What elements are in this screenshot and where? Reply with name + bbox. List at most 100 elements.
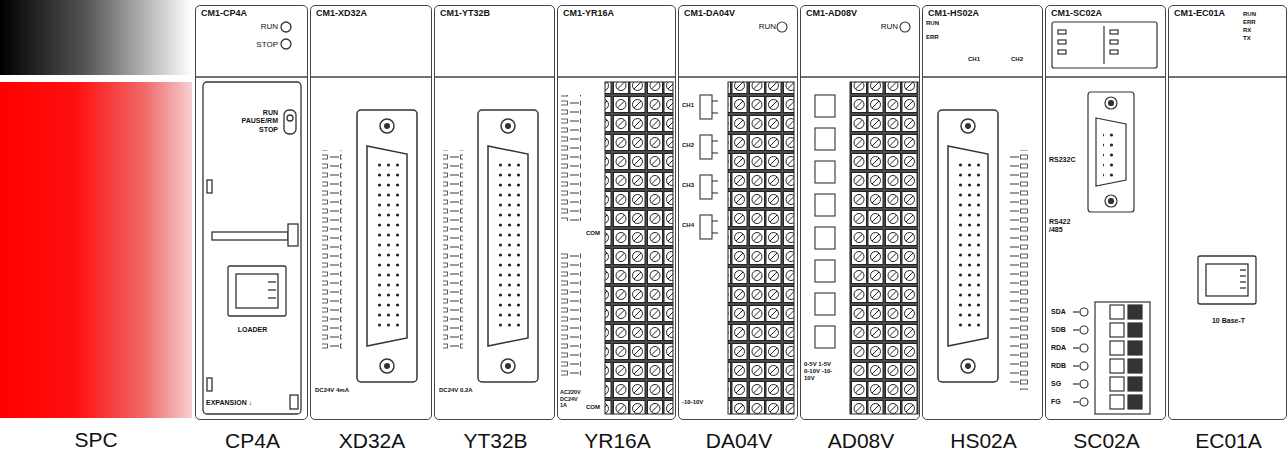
panel-label: RUN — [737, 22, 776, 32]
drawing-part — [938, 110, 998, 382]
drawing-part — [290, 395, 298, 409]
panel-label: RUN — [240, 22, 278, 32]
panel-label: RX — [1243, 27, 1283, 34]
drawing-part — [268, 289, 276, 290]
drawing-part — [1240, 281, 1246, 282]
drawing-part — [900, 22, 910, 32]
module-name: XD32A — [311, 428, 433, 453]
drawing-part — [815, 260, 835, 282]
drawing-part — [815, 128, 835, 150]
drawing-part — [203, 22, 301, 414]
drawing-part — [700, 95, 712, 119]
drawing-part — [1052, 22, 1157, 68]
panel-label: RS422 /485 — [1049, 218, 1083, 235]
module-model-label: CM1-AD08V — [806, 8, 886, 19]
module-name: YR16A — [558, 428, 677, 453]
drawing-part — [700, 175, 712, 199]
panel-label: EXPANSION ↓ — [206, 399, 296, 407]
drawing-part — [1110, 40, 1118, 44]
drawing-part — [1110, 377, 1124, 391]
module-model-label: CM1-YT32B — [440, 8, 550, 19]
panel-label: ERR — [926, 34, 950, 41]
panel-label: DC24V 4mA — [315, 387, 349, 394]
drawing-part — [1240, 287, 1246, 288]
panel-label: CH1 — [682, 102, 700, 109]
module-model-label: CM1-XD32A — [316, 8, 426, 19]
drawing-part — [196, 76, 307, 78]
panel-label: RS232C — [1049, 156, 1089, 164]
drawing-part — [1198, 256, 1256, 304]
drawing-part — [196, 76, 1286, 78]
drawing-part — [268, 281, 276, 282]
drawing-part — [268, 297, 276, 298]
drawing-part — [1240, 275, 1246, 276]
panel-label: COM — [586, 404, 606, 411]
drawing-part — [1110, 50, 1118, 54]
drawing-part — [728, 82, 794, 414]
drawing-part — [801, 76, 919, 78]
drawing-part — [281, 39, 291, 49]
drawing-part — [850, 82, 918, 414]
drawing-part — [284, 110, 296, 134]
drawing-part — [1128, 323, 1142, 337]
drawing-part — [207, 180, 212, 193]
plc-module: CM1-XD32ADC24V 4mAXD32A — [310, 5, 432, 420]
drawing-part — [1080, 398, 1088, 406]
plc-module: CM1-YR16ACOMCOMAC220V DC24V 1AYR16A — [557, 5, 676, 420]
drawing-part — [1110, 30, 1118, 34]
drawing-part — [777, 22, 787, 32]
drawing-part — [712, 140, 718, 141]
drawing-part — [1128, 395, 1142, 409]
panel-label: DC24V 0.2A — [439, 387, 473, 394]
drawing-part — [207, 378, 212, 391]
drawing-part — [1128, 305, 1142, 319]
drawing-part — [815, 95, 835, 117]
drawing-part — [1110, 323, 1124, 337]
drawing-part — [700, 135, 712, 159]
panel-label: RUN PAUSE/RM STOP — [232, 109, 278, 134]
drawing-part — [212, 232, 288, 240]
drawing-part — [679, 76, 797, 78]
drawing-part — [712, 192, 718, 193]
plc-module: CM1-DA04VRUNCH1CH2CH3CH4-10-10VDA04V — [678, 5, 798, 420]
module-model-label: CM1-CP4A — [201, 8, 301, 19]
panel-label: -10-10V — [682, 399, 726, 406]
drawing-part — [288, 224, 298, 246]
drawing-part — [700, 215, 712, 239]
drawing-part — [1206, 264, 1248, 296]
drawing-part — [712, 112, 718, 113]
plc-module: CM1-HS02ARUNERRCH1CH2HS02A — [922, 5, 1043, 420]
drawing-part — [1110, 341, 1124, 355]
drawing-part — [561, 250, 581, 376]
drawing-part — [435, 76, 554, 78]
drawing-part — [1058, 40, 1066, 44]
drawing-part — [815, 161, 835, 183]
drawing-part — [1169, 76, 1286, 78]
drawing-part — [478, 110, 538, 382]
drawing-part — [605, 82, 673, 414]
drawing-part — [815, 95, 835, 348]
plc-module: CM1-CP4ARUNSTOPRUN PAUSE/RM STOPLOADEREX… — [195, 5, 308, 420]
module-model-label: CM1-HS02A — [928, 8, 1038, 19]
drawing-part — [281, 22, 291, 32]
drawing-part — [1110, 395, 1124, 409]
drawing-part — [1046, 76, 1165, 78]
module-name: SC02A — [1046, 428, 1167, 453]
panel-label: 10 Base-T — [1169, 317, 1287, 325]
drawing-part — [923, 76, 1042, 78]
drawing-part — [815, 293, 835, 315]
module-model-label: CM1-SC02A — [1051, 8, 1161, 19]
drawing-part — [1128, 377, 1142, 391]
drawing-part — [1128, 341, 1142, 355]
drawing-part — [1080, 344, 1088, 352]
drawing-part — [712, 152, 718, 153]
module-model-label: CM1-DA04V — [684, 8, 764, 19]
cpu-base-block: SPC — [0, 0, 192, 420]
drawing-part — [1103, 26, 1104, 64]
panel-label: CH3 — [682, 182, 700, 189]
drawing-part — [311, 76, 431, 78]
drawing-part — [1088, 92, 1134, 212]
drawing-part — [1198, 256, 1256, 304]
module-name: SPC — [0, 427, 192, 452]
